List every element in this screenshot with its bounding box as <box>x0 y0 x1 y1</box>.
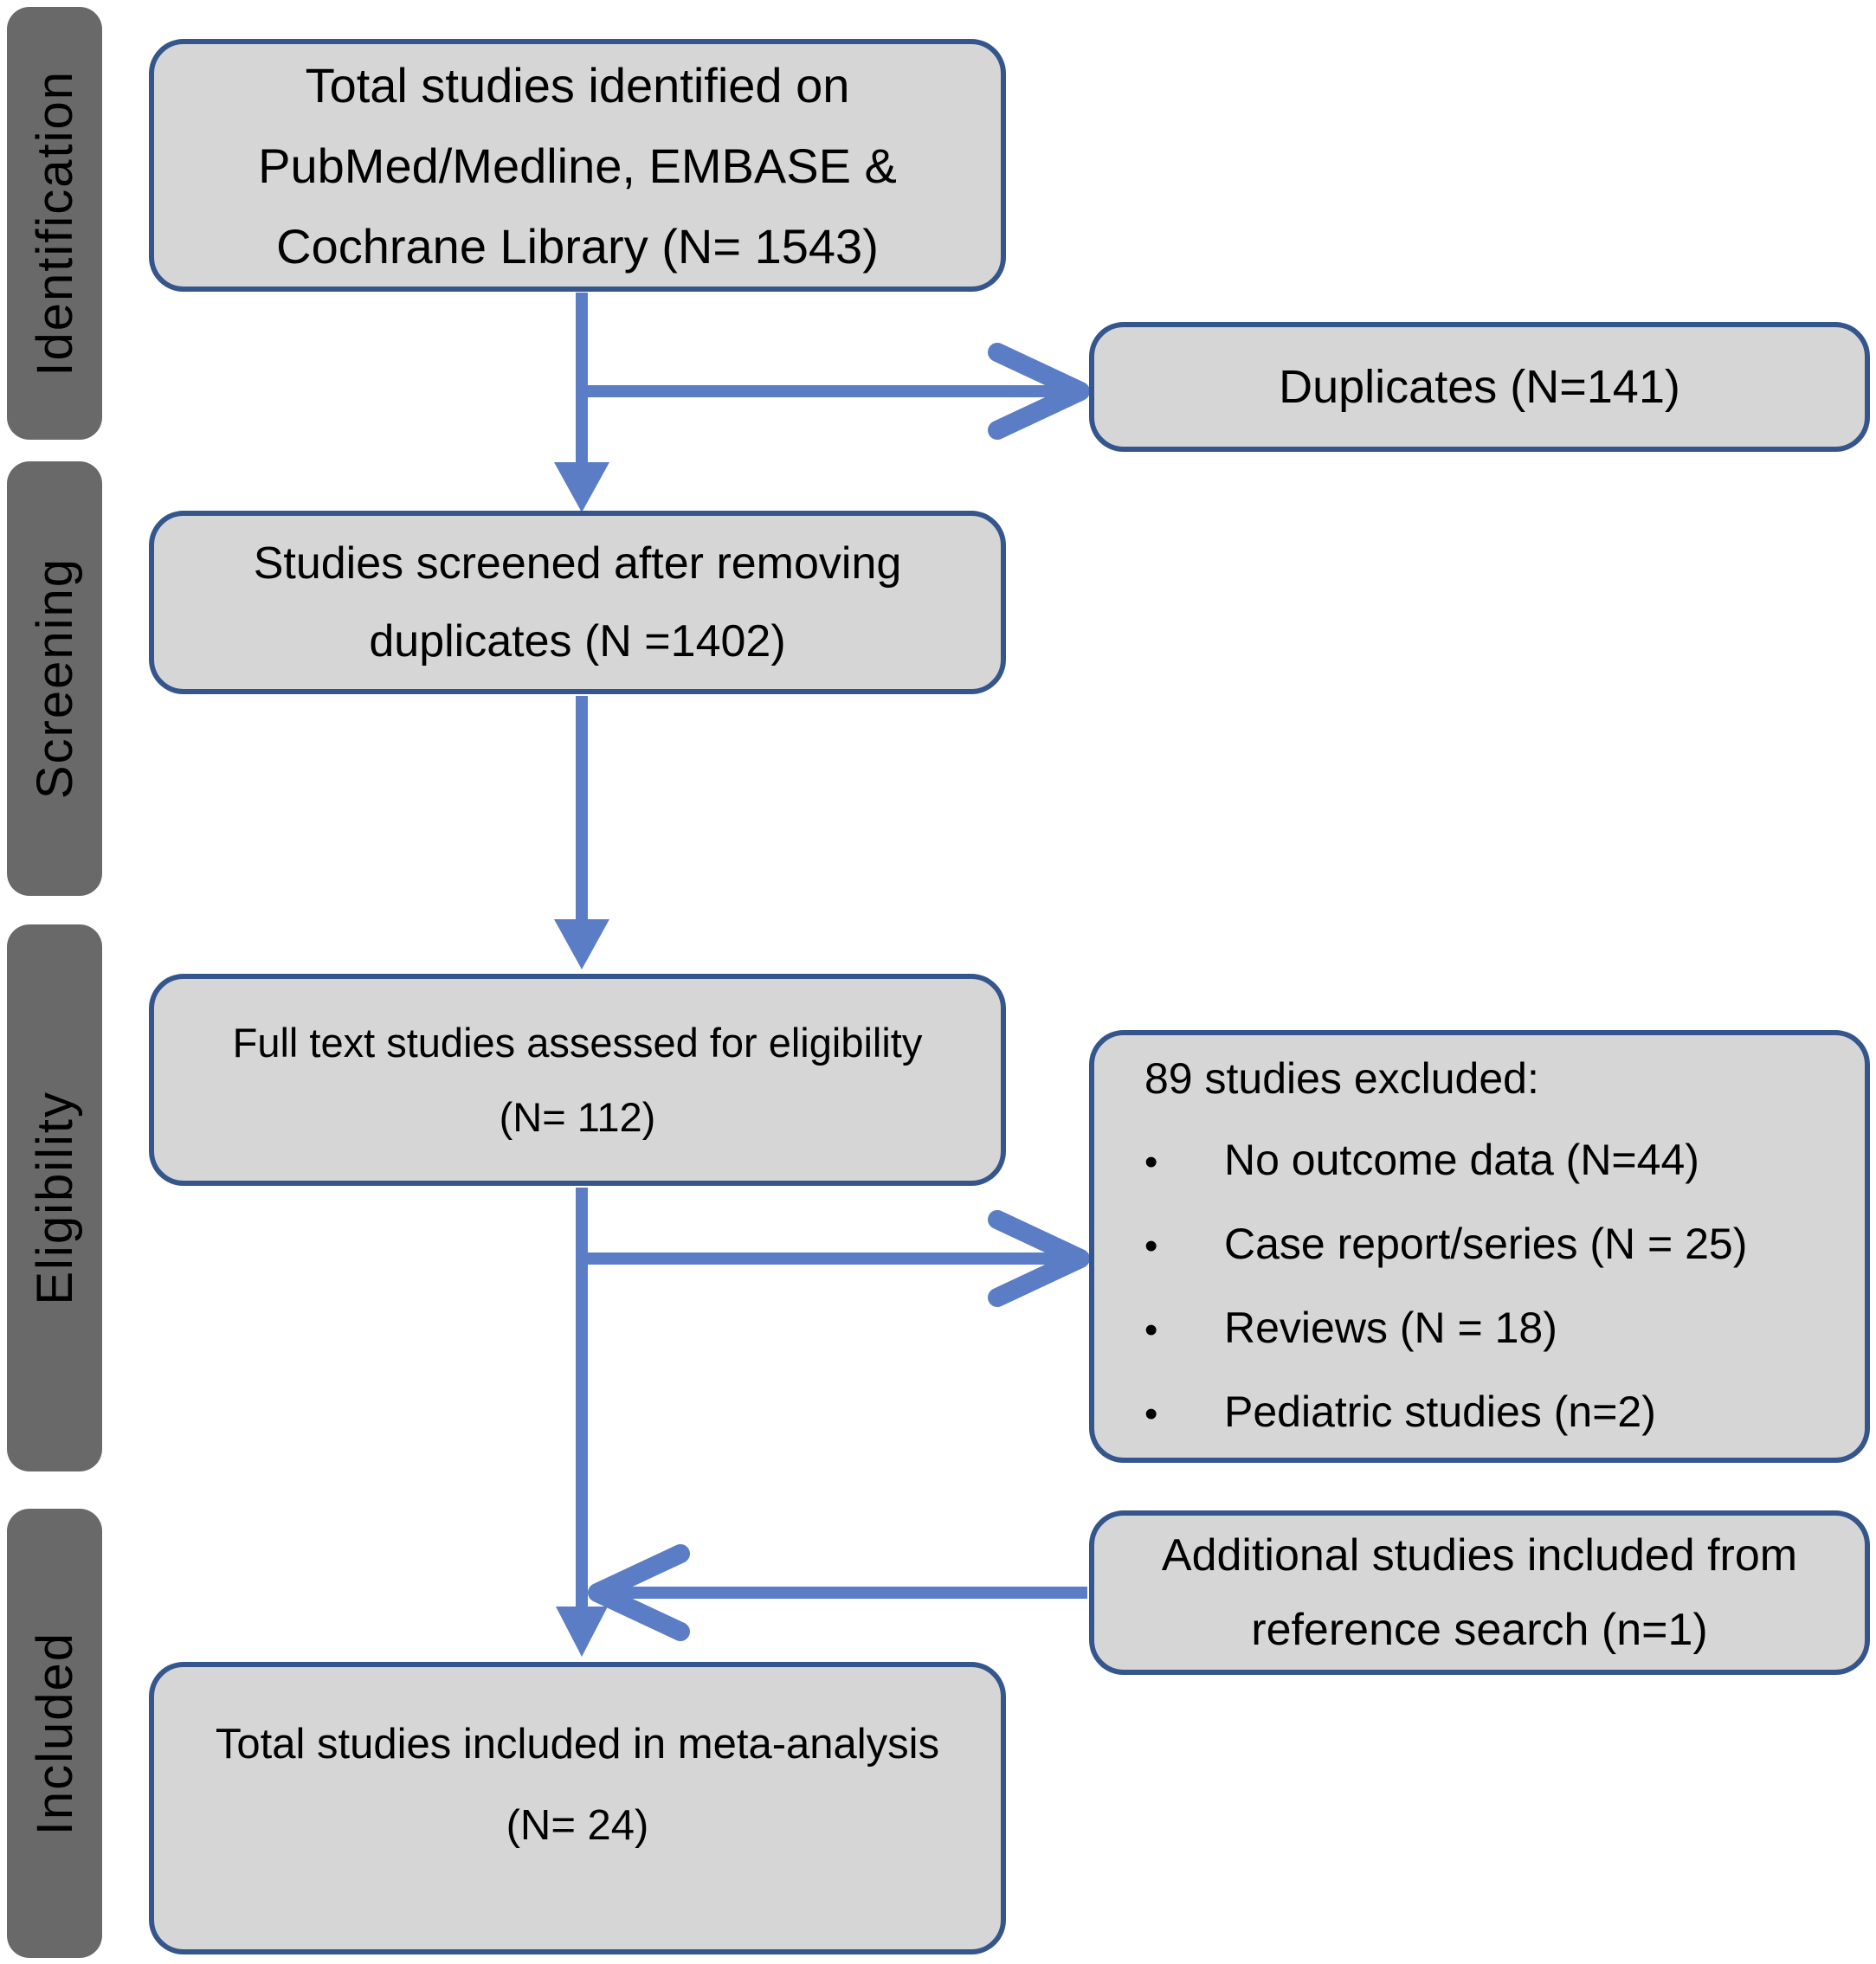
text-line: (N= 24) <box>506 1801 649 1849</box>
text-line: Full text studies assessed for eligibili… <box>232 1019 923 1066</box>
excluded-item-label: No outcome data (N=44) <box>1224 1136 1699 1184</box>
arrow-to-duplicates <box>577 343 1090 440</box>
text-line: Studies screened after removing <box>253 538 902 589</box>
box-total-identified: Total studies identified on PubMed/Medli… <box>149 39 1006 292</box>
stage-label: Screening <box>26 557 83 800</box>
stage-screening: Screening <box>7 461 102 896</box>
arrow-identified-to-screened <box>554 293 609 512</box>
excluded-item-label: Case report/series (N = 25) <box>1224 1220 1748 1268</box>
box-additional-studies: Additional studies included from referen… <box>1089 1510 1870 1675</box>
excluded-item: • No outcome data (N=44) <box>1144 1119 1699 1203</box>
excluded-item-label: Pediatric studies (n=2) <box>1224 1388 1656 1436</box>
bullet-icon: • <box>1144 1309 1158 1351</box>
text-line: Cochrane Library (N= 1543) <box>276 218 879 274</box>
text-line: Additional studies included from <box>1161 1530 1798 1581</box>
text-line: PubMed/Medline, EMBASE & <box>258 138 897 193</box>
stage-label: Identification <box>26 70 83 377</box>
excluded-heading: 89 studies excluded: <box>1144 1054 1539 1103</box>
arrow-from-additional <box>588 1544 1087 1641</box>
excluded-item: • Case report/series (N = 25) <box>1144 1203 1747 1287</box>
text-line: Duplicates (N=141) <box>1279 361 1680 413</box>
box-included-meta-analysis: Total studies included in meta-analysis … <box>149 1662 1006 1954</box>
text-line: duplicates (N =1402) <box>369 616 786 666</box>
bullet-icon: • <box>1144 1141 1158 1183</box>
box-duplicates: Duplicates (N=141) <box>1089 322 1870 452</box>
bullet-icon: • <box>1144 1225 1158 1267</box>
stage-label: Included <box>26 1631 83 1836</box>
box-studies-excluded: 89 studies excluded: • No outcome data (… <box>1089 1030 1870 1463</box>
bullet-icon: • <box>1144 1393 1158 1435</box>
text-line: Total studies identified on <box>305 57 850 113</box>
stage-eligibility: Eligibility <box>7 924 102 1471</box>
box-fulltext-assessed: Full text studies assessed for eligibili… <box>149 974 1006 1186</box>
text-line: (N= 112) <box>499 1093 656 1140</box>
arrow-screened-to-fulltext <box>554 696 609 969</box>
stage-identification: Identification <box>7 7 102 440</box>
arrow-fulltext-to-included <box>556 1188 608 1657</box>
stage-label: Eligibility <box>26 1091 83 1305</box>
excluded-item: • Pediatric studies (n=2) <box>1144 1371 1656 1455</box>
excluded-item-label: Reviews (N = 18) <box>1224 1304 1557 1352</box>
text-line: Total studies included in meta-analysis <box>215 1720 940 1768</box>
arrow-to-excluded <box>577 1210 1090 1307</box>
box-studies-screened: Studies screened after removing duplicat… <box>149 511 1006 694</box>
text-line: reference search (n=1) <box>1251 1605 1708 1655</box>
excluded-item: • Reviews (N = 18) <box>1144 1287 1557 1371</box>
stage-included: Included <box>7 1509 102 1958</box>
